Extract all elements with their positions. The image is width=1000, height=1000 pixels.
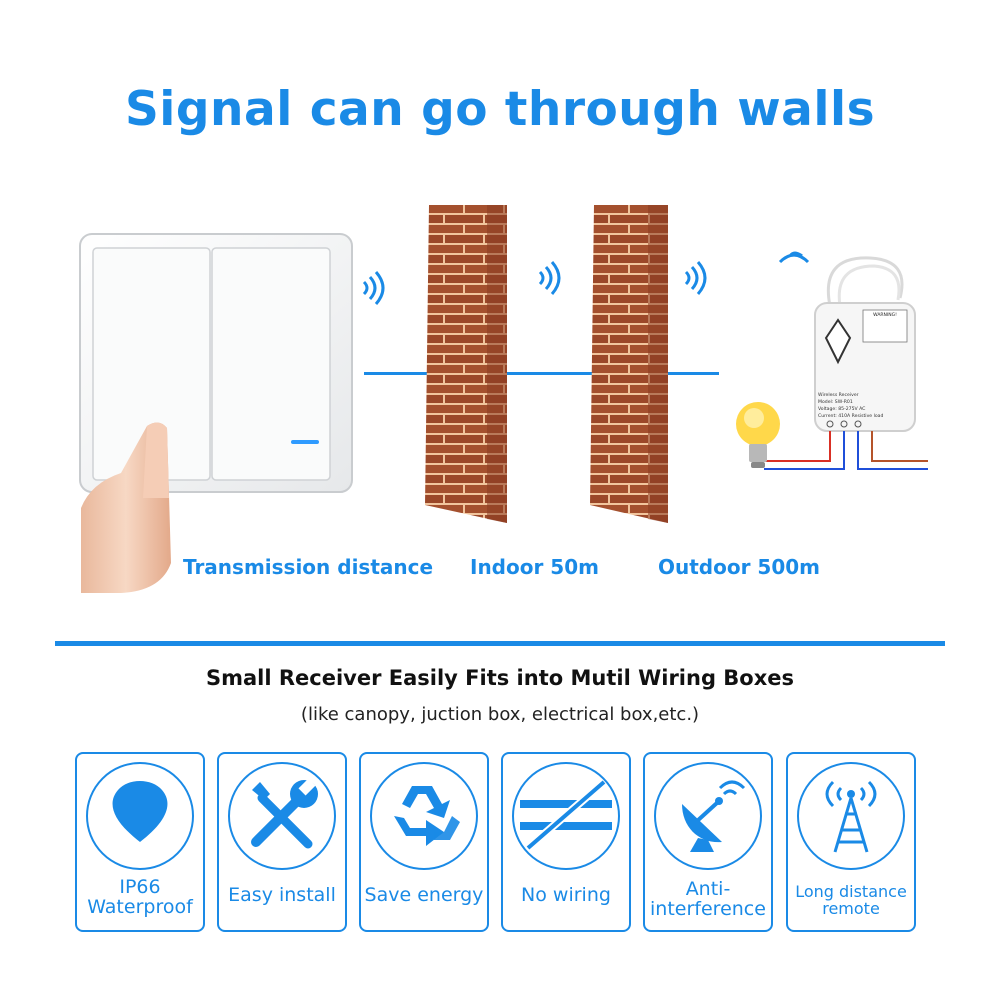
feature-card-anti-interference: Anti- interference xyxy=(643,752,773,932)
waterdrop-icon xyxy=(112,781,168,842)
receiver-line-1: Wireless Receiver xyxy=(818,392,859,398)
signal-line-3 xyxy=(667,372,719,375)
feature-label-line: Easy install xyxy=(228,884,336,906)
feature-label-line: Save energy xyxy=(364,884,484,906)
brick-wall-2 xyxy=(590,205,668,523)
feature-label-line: Anti- xyxy=(685,878,731,900)
feature-card-waterproof: IP66 Waterproof xyxy=(75,752,205,932)
receiver-line-3: Voltage: 85-275V AC xyxy=(818,406,865,412)
caption-outdoor: Outdoor 500m xyxy=(658,555,821,579)
feature-label-line: Long distance xyxy=(795,882,907,901)
signal-tower-icon xyxy=(825,780,877,853)
feature-card-no-wiring: No wiring xyxy=(501,752,631,932)
receiver-warning: WARNING! xyxy=(873,312,897,318)
feature-label-line: remote xyxy=(822,898,880,918)
signal-line-2 xyxy=(500,372,610,375)
satellite-dish-icon xyxy=(682,780,746,852)
wifi-signal-icon-1 xyxy=(362,271,385,305)
feature-label-line: No wiring xyxy=(521,884,611,906)
receiver-line-4: Current: 410A Resistive load xyxy=(818,413,883,419)
wifi-signal-icon-3 xyxy=(684,261,707,295)
signal-line-1 xyxy=(364,372,444,375)
feature-label-line: interference xyxy=(650,897,766,920)
feature-card-easy-install: Easy install xyxy=(217,752,347,932)
no-wiring-icon xyxy=(520,778,612,852)
receiver-line-2: Model: SW-R01 xyxy=(818,399,853,405)
wall-switch-panel xyxy=(79,233,353,593)
caption-indoor: Indoor 50m xyxy=(470,555,599,579)
recycle-icon xyxy=(394,786,460,846)
page-title: Signal can go through walls xyxy=(124,82,876,137)
feature-card-save-energy: Save energy xyxy=(359,752,489,932)
section-note: (like canopy, juction box, electrical bo… xyxy=(300,704,700,725)
section-divider xyxy=(55,641,945,646)
wifi-signal-icon-2 xyxy=(538,261,561,295)
section-heading: Small Receiver Easily Fits into Mutil Wi… xyxy=(205,666,795,690)
feature-card-long-distance: Long distance remote xyxy=(786,752,916,932)
brick-wall-1 xyxy=(425,205,507,523)
tools-icon xyxy=(251,778,318,849)
receiver-module: WARNING! Wireless Receiver Model: SW-R01… xyxy=(736,251,928,470)
feature-label-line: IP66 xyxy=(119,876,161,898)
feature-label-line: Waterproof xyxy=(87,895,193,918)
caption-transmission: Transmission distance xyxy=(183,555,434,579)
